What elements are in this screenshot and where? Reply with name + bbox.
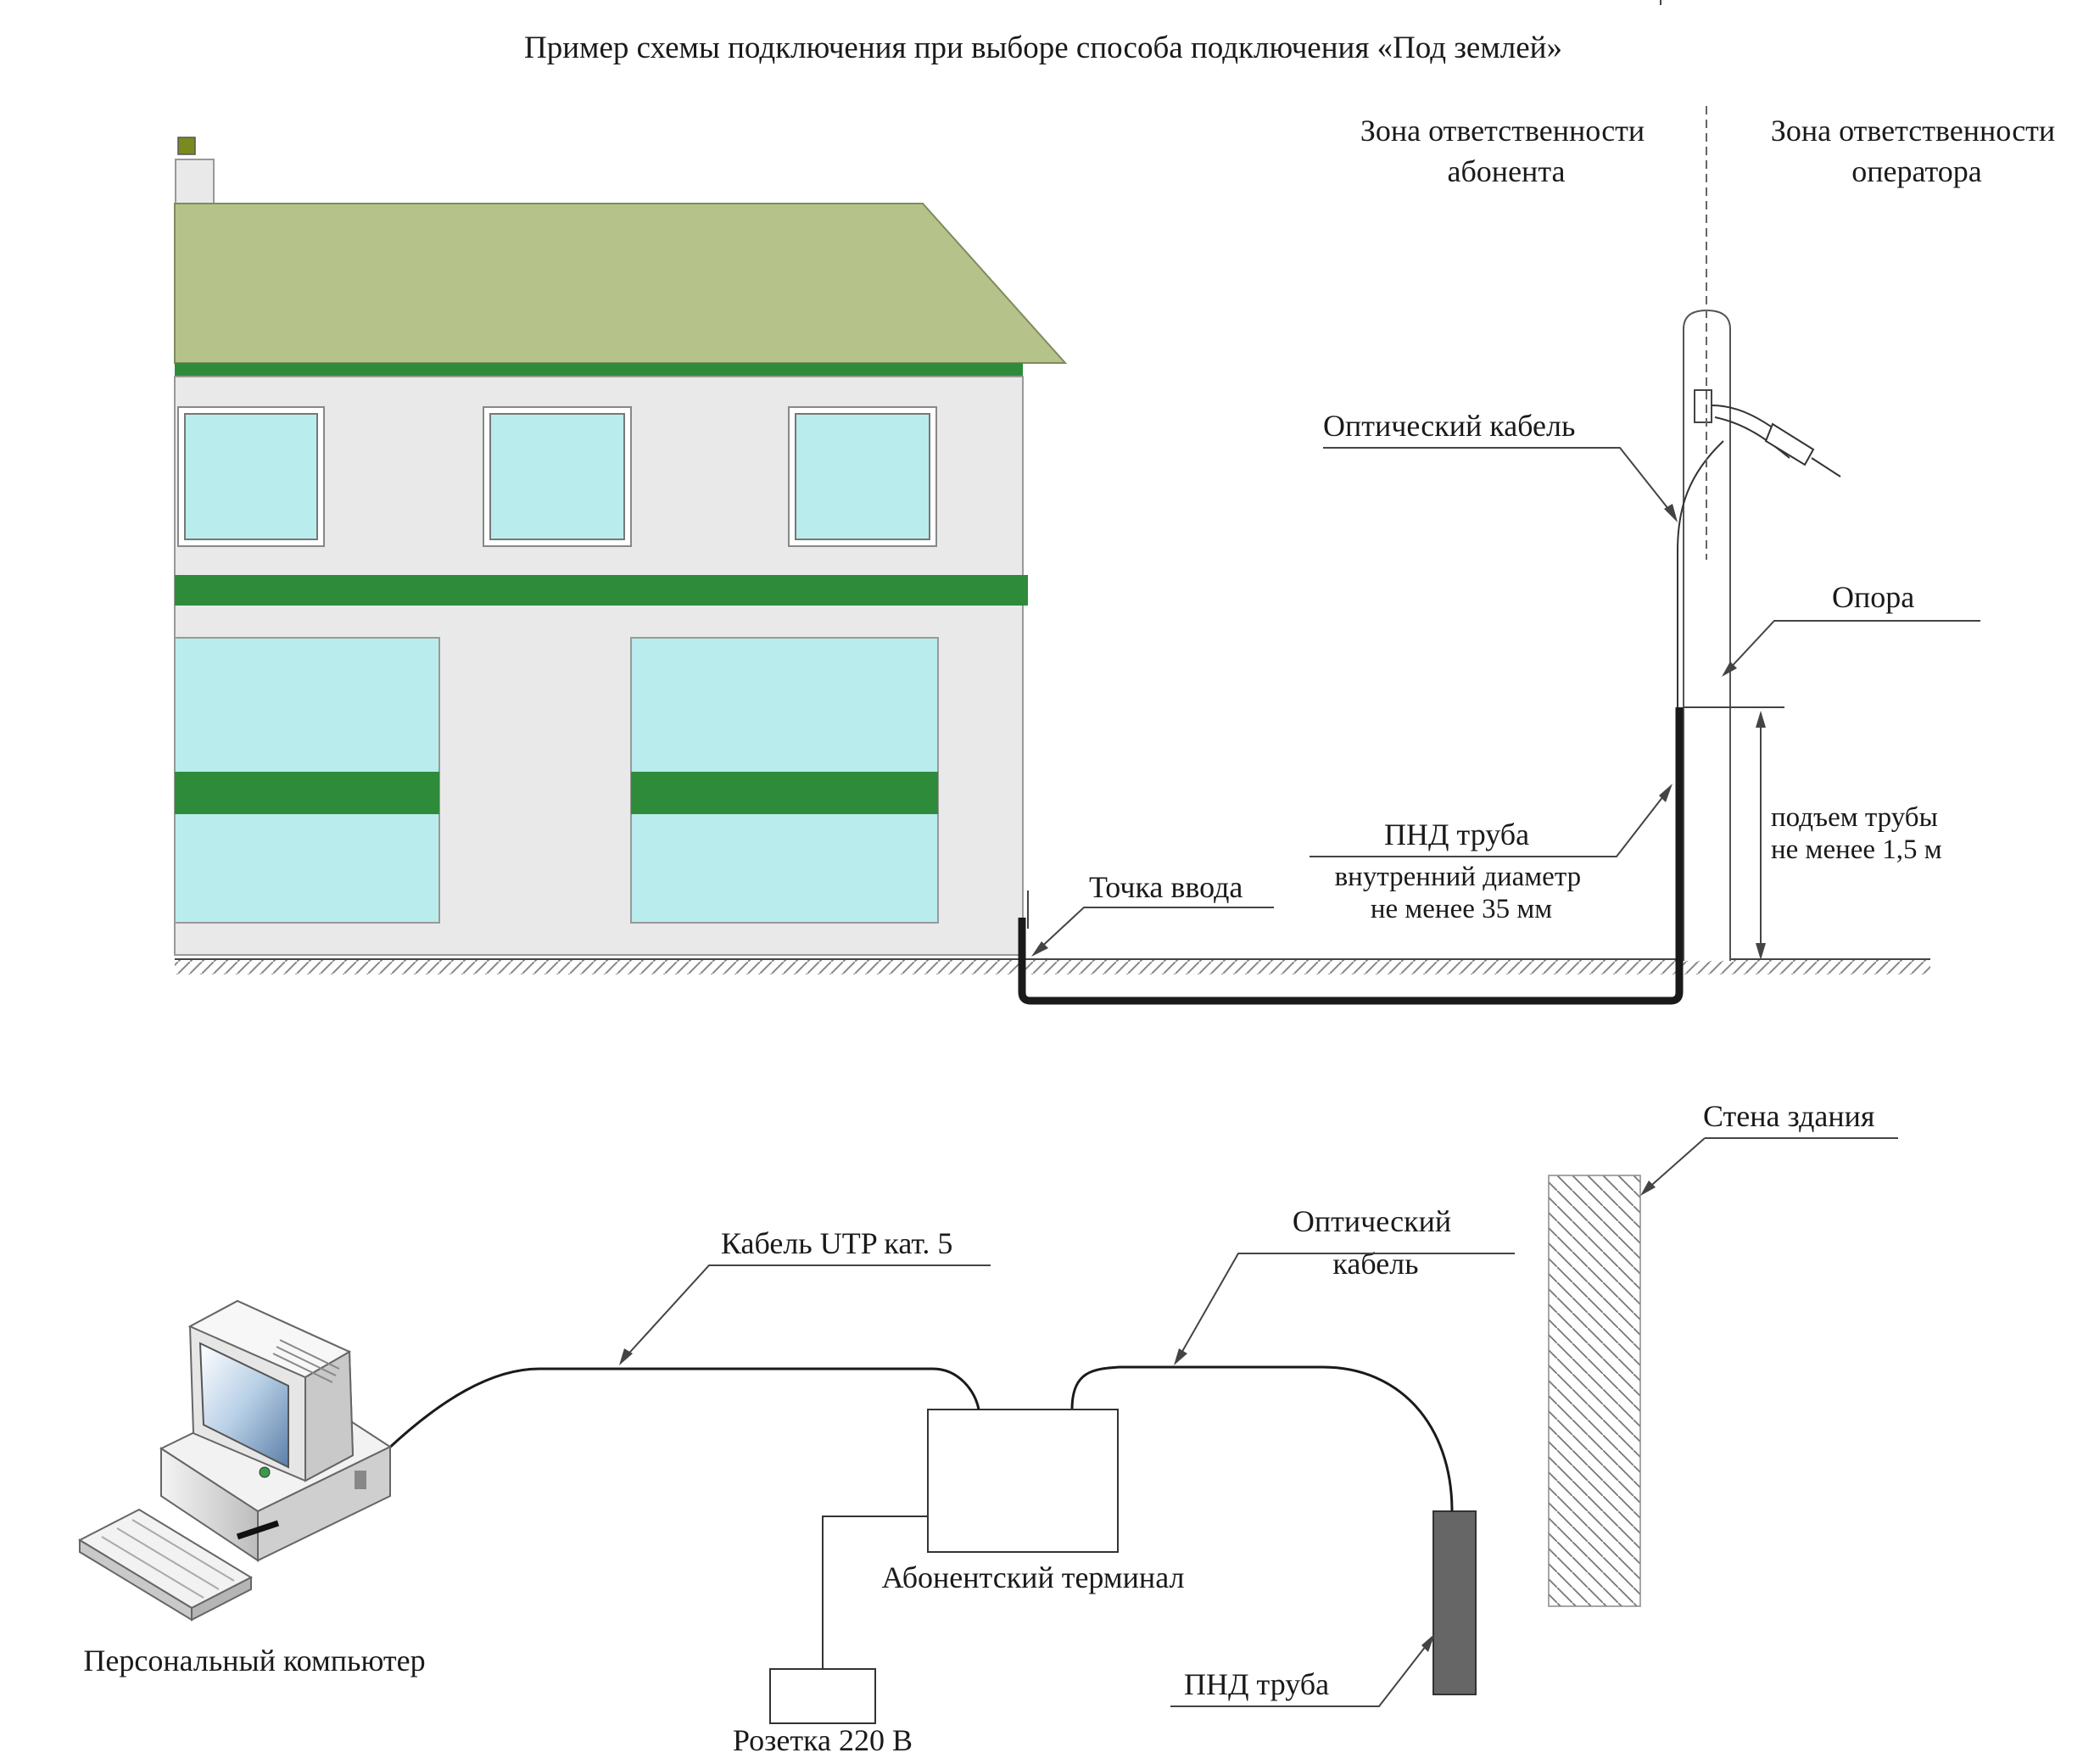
power-socket [769,1668,876,1724]
lower-windows [174,637,939,924]
entry-point-label: Точка ввода [1089,870,1243,904]
top-optical-cable-label: Оптический кабель [1323,409,1575,443]
building-wall [1548,1175,1641,1607]
house [174,137,1068,956]
subscriber-terminal [927,1409,1119,1553]
upper-windows [177,406,937,547]
pnd-pipe-underground [1018,707,1684,1005]
chimney-cap [177,137,196,155]
junction-box [1694,389,1712,423]
eave-stripe [175,363,1023,377]
bottom-optical-cable [1070,1365,1454,1512]
zone-operator-label: Зона ответственности оператора [1771,114,2063,188]
pole [1677,309,1841,961]
building-wall-label: Стена здания [1703,1099,1874,1133]
bottom-optical-cable-label: Оптический кабель [1293,1204,1459,1281]
socket-label: Розетка 220 В [733,1723,913,1757]
terminal-label: Абонентский терминал [882,1560,1185,1594]
roof [174,203,1068,364]
zone-subscriber-label: Зона ответственности абонента [1360,114,1652,188]
pipe-rise-dimension [1684,706,1784,960]
diagram-title: Пример схемы подключения при выборе спос… [524,31,1562,65]
support-label: Опора [1832,580,1914,614]
pnd-pipe-end [1432,1510,1477,1695]
pc-label: Персональный компьютер [83,1644,425,1677]
bottom-pnd-pipe-label: ПНД труба [1184,1667,1329,1701]
middle-stripe [175,575,1028,606]
pipe-diameter-label: внутренний диаметр не менее 35 мм [1335,862,1589,924]
pipe-rise-label: подъем трубы не менее 1,5 м [1771,802,1945,865]
utp-cable-label: Кабель UTP кат. 5 [721,1226,952,1260]
utp-cable [385,1367,980,1452]
power-line [822,1516,928,1669]
ground [175,958,1930,974]
computer-icon [77,1299,393,1622]
top-pnd-pipe-label: ПНД труба [1384,818,1529,851]
